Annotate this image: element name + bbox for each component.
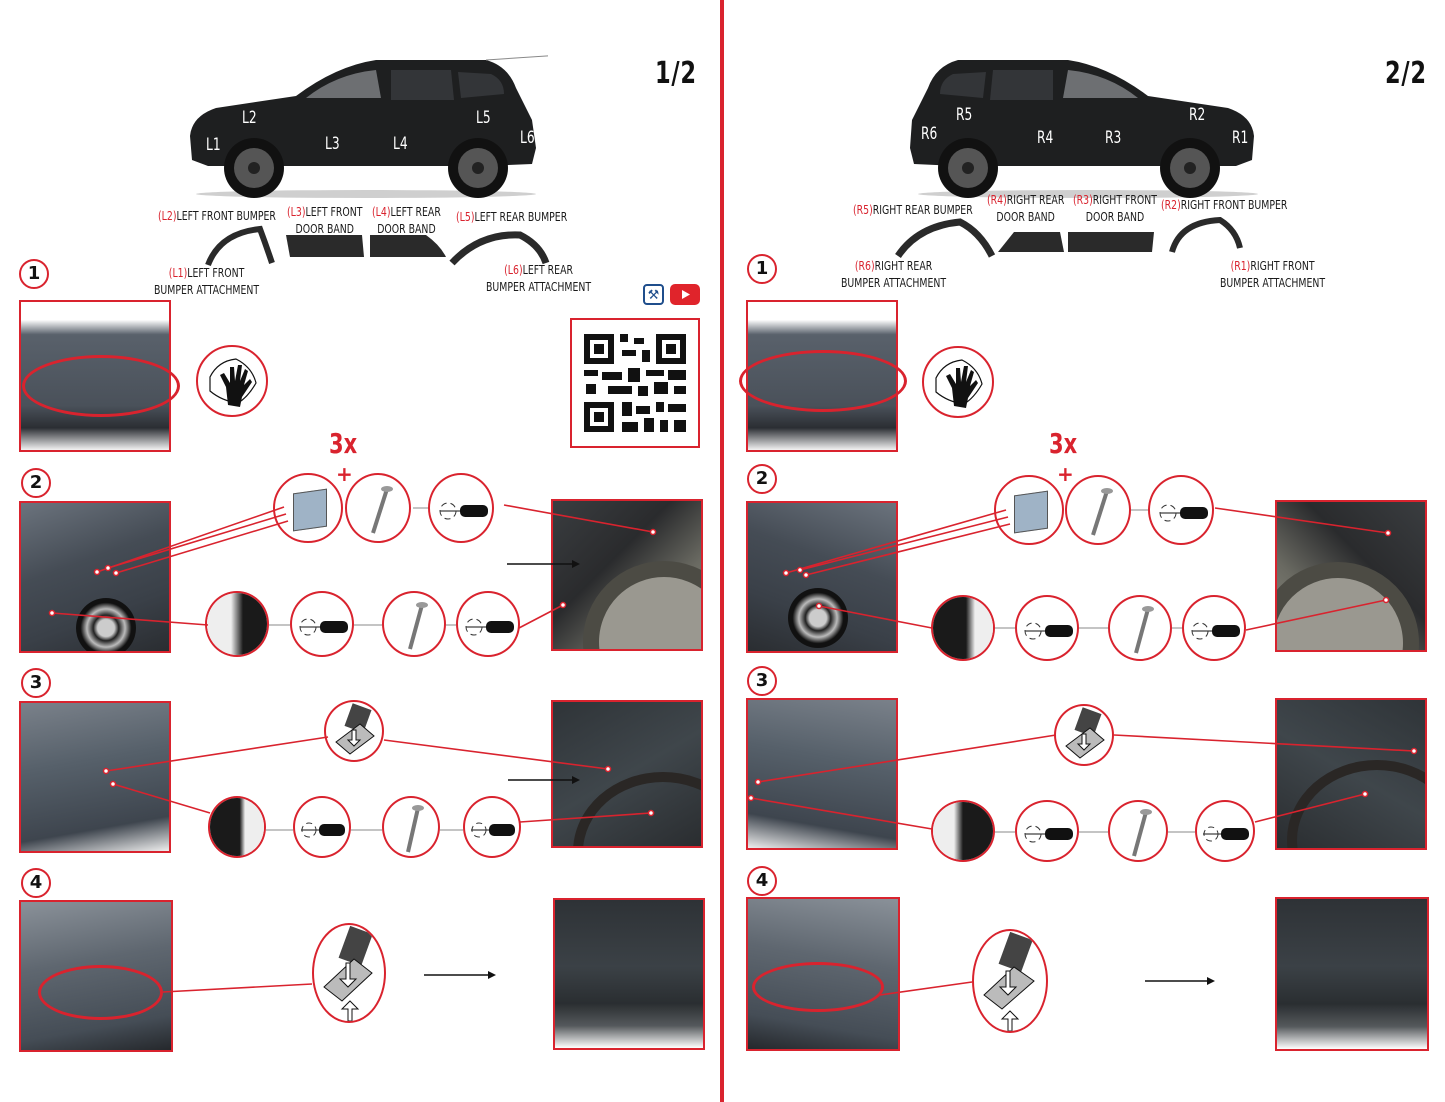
car-label: R1 <box>1232 128 1249 148</box>
step3-car-photo <box>19 701 171 853</box>
car-label: R3 <box>1105 128 1122 148</box>
plus-sign: + <box>336 462 353 486</box>
car-label: R6 <box>921 124 938 144</box>
step3-result-photo <box>1275 698 1427 850</box>
adhesive-tape-icon <box>324 700 384 762</box>
car-label: R2 <box>1189 105 1206 125</box>
adhesive-tape-icon <box>972 929 1048 1033</box>
step2-car-photo <box>19 501 171 653</box>
step2-car-photo <box>746 501 898 653</box>
car-label: L2 <box>242 108 257 128</box>
step-number: 1 <box>19 259 49 289</box>
step-number: 3 <box>21 668 51 698</box>
part-label-l5: (L5)LEFT REAR BUMPER <box>456 210 568 224</box>
quantity-label: 3x <box>1049 427 1078 460</box>
clip-detail-icon <box>931 595 995 661</box>
screw-icon <box>1065 475 1131 545</box>
step2-result-photo <box>1275 500 1427 652</box>
screwdriver-icon <box>1015 800 1079 862</box>
quantity-label: 3x <box>329 427 358 460</box>
car-side-view-left <box>190 55 548 198</box>
car-side-view-right <box>910 60 1258 198</box>
step4-result-photo <box>1275 897 1429 1051</box>
parts-diagram-left <box>205 225 550 267</box>
highlight-ellipse <box>38 965 163 1020</box>
adhesive-tape-icon <box>312 923 386 1023</box>
clip-detail-icon <box>931 800 995 862</box>
part-label-r2: (R2)RIGHT FRONT BUMPER <box>1161 198 1288 212</box>
highlight-ellipse <box>752 962 884 1012</box>
plus-sign: + <box>1057 462 1074 486</box>
clip-nut-icon <box>273 473 343 543</box>
screw-icon <box>1108 800 1168 862</box>
step-number: 1 <box>747 254 777 284</box>
car-label: L6 <box>520 128 535 148</box>
part-label-l2: (L2)LEFT FRONT BUMPER <box>158 209 276 223</box>
step-number: 2 <box>21 468 51 498</box>
page-number: 1/2 <box>655 56 697 91</box>
clean-surface-icon <box>196 345 268 417</box>
page-divider <box>720 0 724 1102</box>
screwdriver-icon <box>1195 800 1255 862</box>
car-label: L3 <box>325 134 340 154</box>
highlight-ellipse <box>22 355 180 417</box>
screwdriver-icon <box>290 591 354 657</box>
screw-icon <box>382 796 440 858</box>
step-number: 2 <box>747 464 777 494</box>
car-label: R5 <box>956 105 973 125</box>
step-number: 3 <box>747 666 777 696</box>
clip-nut-icon <box>994 475 1064 545</box>
clean-surface-icon <box>922 346 994 418</box>
step2-result-photo <box>551 499 703 651</box>
screw-icon <box>1108 595 1172 661</box>
tools-icon[interactable]: ⚒ <box>643 284 664 305</box>
screwdriver-icon <box>1182 595 1246 661</box>
highlight-ellipse <box>739 350 907 412</box>
step3-car-photo <box>746 698 898 850</box>
step3-result-photo <box>551 700 703 848</box>
step-number: 4 <box>21 868 51 898</box>
screwdriver-icon <box>463 796 521 858</box>
car-label: R4 <box>1037 128 1054 148</box>
clip-detail-icon <box>205 591 269 657</box>
qr-code[interactable] <box>570 318 700 448</box>
screwdriver-icon <box>1148 475 1214 545</box>
page-number: 2/2 <box>1385 56 1427 91</box>
car-label: L5 <box>476 108 491 128</box>
car-label: L1 <box>206 135 221 155</box>
screwdriver-icon <box>293 796 351 858</box>
screwdriver-icon <box>1015 595 1079 661</box>
screwdriver-icon <box>428 473 494 543</box>
car-label: L4 <box>393 134 408 154</box>
youtube-icon[interactable] <box>670 284 700 305</box>
screw-icon <box>345 473 411 543</box>
screwdriver-icon <box>456 591 520 657</box>
step-number: 4 <box>747 866 777 896</box>
screw-icon <box>382 591 446 657</box>
step4-result-photo <box>553 898 705 1050</box>
part-label-r5: (R5)RIGHT REAR BUMPER <box>853 203 973 217</box>
adhesive-tape-icon <box>1054 704 1114 766</box>
parts-diagram-right <box>895 216 1243 259</box>
clip-detail-icon <box>208 796 266 858</box>
